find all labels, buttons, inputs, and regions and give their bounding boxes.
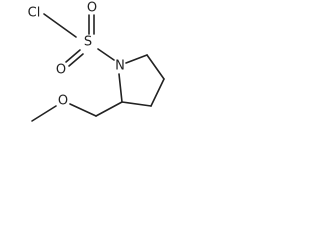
bond-c2-ch2 <box>95 101 123 117</box>
bond-c4-c3 <box>150 78 165 107</box>
bond-c5-c4 <box>146 54 165 80</box>
bond-s-o-bottom-a <box>65 49 81 63</box>
bond-s-n <box>97 48 115 61</box>
atom-oxygen-ether: O <box>58 94 68 109</box>
atom-chlorine: Cl <box>28 6 41 21</box>
bond-s-o-bottom-b <box>68 53 84 67</box>
bond-n-c5 <box>125 54 148 64</box>
atom-oxygen-bottom: O <box>56 63 66 78</box>
atom-sulfur: S <box>84 35 92 50</box>
molecule-structure: Cl S O O N O <box>28 1 165 122</box>
atom-layer: Cl S O O N O <box>28 1 125 109</box>
bond-o-ch3 <box>31 105 57 122</box>
bond-ch2-o <box>69 103 97 117</box>
bond-layer <box>31 13 165 122</box>
bond-c3-c2 <box>121 101 152 107</box>
atom-nitrogen: N <box>115 59 125 74</box>
bond-c2-n <box>118 73 123 103</box>
atom-oxygen-top: O <box>87 1 97 16</box>
bond-cl-s <box>43 13 77 38</box>
